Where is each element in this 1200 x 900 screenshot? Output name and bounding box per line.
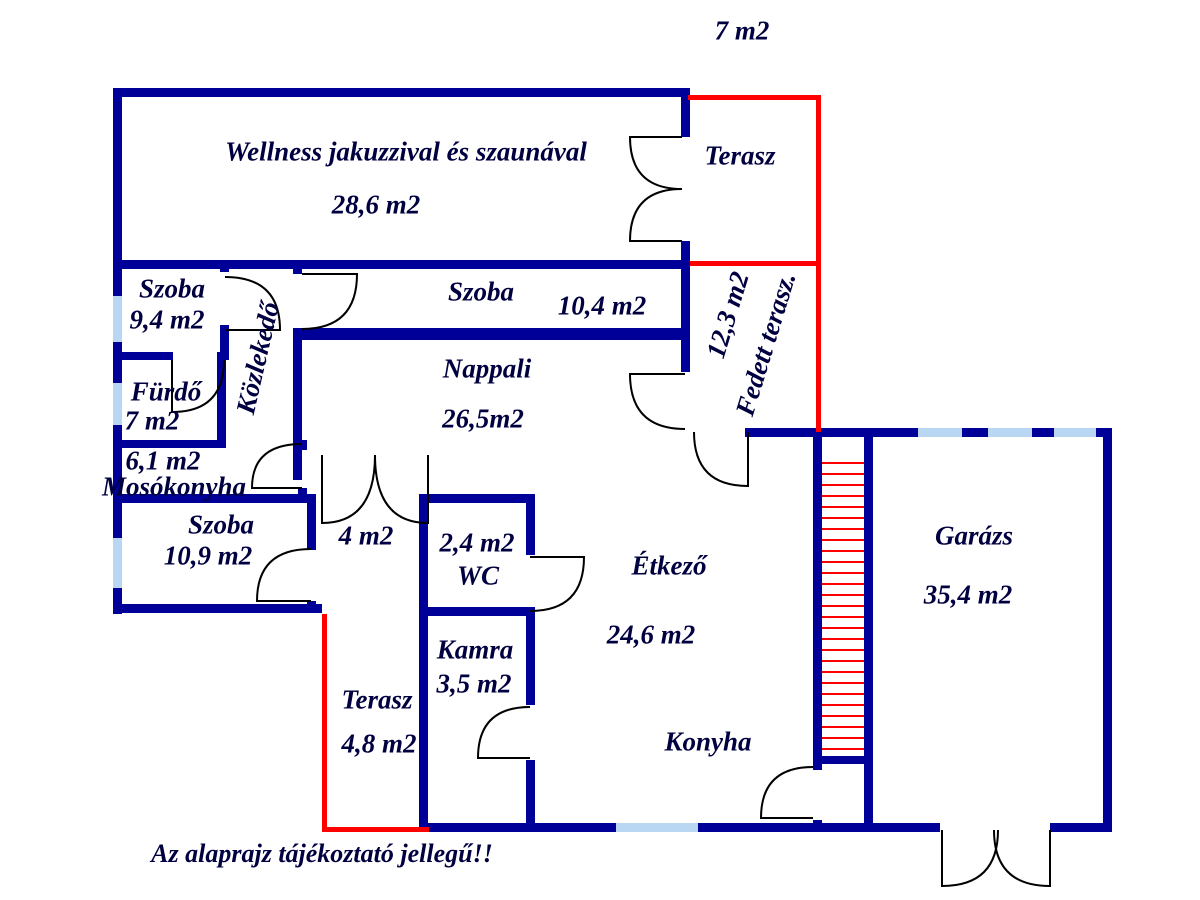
- wall-segment: [293, 328, 690, 340]
- room-label-etkezo: Étkező: [631, 550, 707, 581]
- wall-segment: [681, 88, 690, 137]
- wall-segment: [419, 494, 428, 616]
- wall-segment: [113, 440, 226, 448]
- room-label-szoba-3: Szoba: [187, 509, 255, 540]
- wall-segment: [745, 428, 820, 437]
- wall-segment: [526, 494, 535, 555]
- wall-segment: [1103, 428, 1112, 832]
- wall-segment: [298, 440, 307, 450]
- door-arc-wellness-top: [628, 136, 683, 190]
- window-segment: [616, 823, 698, 832]
- wall-segment: [220, 260, 229, 272]
- terrace-line: [322, 614, 327, 832]
- room-area-kamra: 3,5 m2: [436, 668, 512, 699]
- room-label-terasz-felso: Terasz: [704, 140, 776, 171]
- door-arc-fedett-terasz-2: [693, 431, 749, 488]
- wall-segment: [1050, 823, 1112, 832]
- door-arc-szoba3: [255, 548, 312, 602]
- room-area-terasz-also: 4,8 m2: [341, 728, 417, 759]
- wall-segment: [113, 260, 690, 269]
- wall-segment: [113, 604, 322, 613]
- window-segment: [113, 296, 122, 342]
- wall-segment: [293, 328, 302, 480]
- door-arc-garage-right: [993, 829, 1051, 888]
- wall-segment: [419, 494, 535, 503]
- room-label-wc: WC: [456, 560, 500, 591]
- wall-segment: [813, 756, 873, 764]
- window-segment: [113, 383, 122, 425]
- wall-segment: [293, 260, 302, 274]
- room-label-konyha: Konyha: [664, 726, 752, 757]
- room-area-garazs: 35,4 m2: [923, 579, 1013, 610]
- wall-segment: [220, 325, 229, 360]
- wall-segment: [419, 607, 428, 832]
- door-arc-konyha-stairs: [759, 766, 814, 819]
- window-segment: [113, 538, 122, 588]
- window-segment: [918, 428, 962, 437]
- room-area-szoba-1: 9,4 m2: [129, 304, 205, 335]
- terrace-line: [816, 95, 821, 432]
- room-label-szoba-2: Szoba: [447, 276, 515, 307]
- area-label-top-terasz: 7 m2: [714, 15, 770, 46]
- door-arc-kamra: [476, 706, 531, 759]
- door-arc-wc: [529, 556, 586, 612]
- wall-segment: [217, 352, 226, 446]
- room-area-eloter: 4 m2: [338, 520, 394, 551]
- wall-segment: [113, 494, 307, 503]
- wall-segment: [681, 241, 690, 372]
- room-area-mosokonyha: 6,1 m2: [125, 445, 201, 476]
- room-area-nappali: 26,5m2: [442, 403, 524, 434]
- wall-segment: [813, 428, 822, 770]
- wall-segment: [113, 88, 690, 97]
- wall-segment: [307, 494, 316, 550]
- room-label-kozlekedo: Közlekedő: [230, 298, 285, 417]
- window-segment: [1054, 428, 1096, 437]
- room-label-szoba-1: Szoba: [138, 273, 206, 304]
- terrace-line: [322, 827, 429, 832]
- room-area-szoba-3: 10,9 m2: [163, 540, 253, 571]
- terrace-line: [690, 261, 816, 266]
- door-arc-hall-left: [321, 454, 376, 525]
- room-label-garazs: Garázs: [934, 520, 1014, 551]
- wall-segment: [526, 616, 535, 705]
- door-arc-szoba2: [301, 273, 359, 330]
- room-label-nappali: Nappali: [442, 353, 532, 384]
- room-label-kamra: Kamra: [436, 634, 514, 665]
- room-area-wellness: 28,6 m2: [331, 189, 421, 220]
- room-label-mosokonyha: Mosókonyha: [101, 471, 247, 502]
- wall-segment: [526, 760, 535, 832]
- room-area-etkezo: 24,6 m2: [606, 619, 696, 650]
- room-label-furdo: Fürdő: [130, 376, 202, 407]
- room-label-wellness: Wellness jakuzzival és szaunával: [225, 136, 587, 167]
- wall-segment: [419, 607, 535, 616]
- room-area-szoba-2: 10,4 m2: [557, 290, 647, 321]
- room-area-wc: 2,4 m2: [439, 527, 515, 558]
- wall-segment: [113, 352, 173, 360]
- door-arc-fedett-terasz-1: [628, 373, 686, 430]
- door-arc-wellness-bottom: [628, 188, 683, 242]
- wall-segment: [864, 428, 873, 832]
- room-area-furdo: 7 m2: [124, 405, 180, 436]
- window-segment: [988, 428, 1032, 437]
- terrace-line: [688, 95, 820, 100]
- wall-segment: [813, 820, 822, 832]
- stairs: [822, 462, 864, 754]
- door-arc-garage-left: [941, 829, 999, 888]
- wall-segment: [815, 428, 1112, 437]
- disclaimer-text: Az alaprajz tájékoztató jellegű!!: [151, 839, 493, 868]
- wall-segment: [113, 88, 122, 614]
- room-label-terasz-also: Terasz: [341, 684, 413, 715]
